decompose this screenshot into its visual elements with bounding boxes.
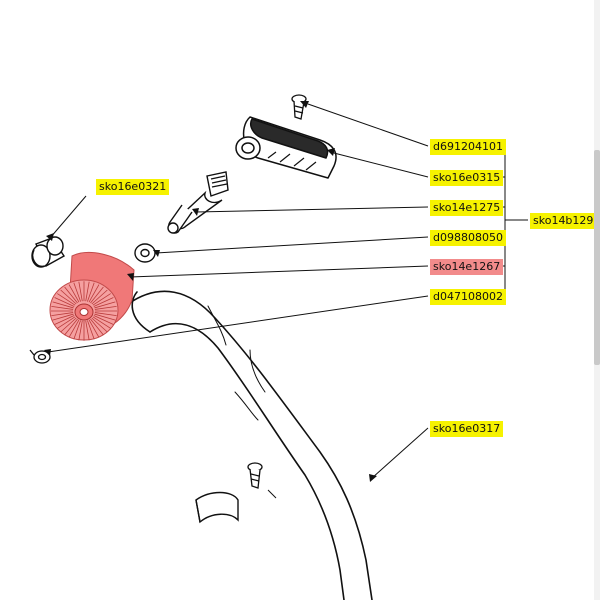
gear-tooth — [57, 316, 76, 329]
gear-tooth — [90, 318, 104, 336]
gear-tooth — [78, 320, 83, 341]
gear-tooth — [88, 319, 100, 338]
part-label-sko14b1292[interactable]: sko14b1292 — [530, 213, 600, 229]
vertical-scrollbar[interactable] — [594, 0, 600, 600]
gear-tooth — [94, 312, 117, 317]
screw-lower[interactable] — [247, 462, 263, 489]
gear-tooth — [73, 320, 81, 340]
part-label-d047108002[interactable]: d047108002 — [430, 289, 506, 305]
part-label-d691204101[interactable]: d691204101 — [430, 139, 506, 155]
gear-tooth — [52, 313, 74, 321]
gear-tooth — [78, 281, 83, 302]
gear-tooth — [91, 317, 108, 333]
gear-tooth — [51, 305, 74, 310]
gear-tooth — [68, 319, 80, 338]
part-label-sko16e0321[interactable]: sko16e0321 — [96, 179, 170, 195]
part-label-d098808050[interactable]: d098808050 — [430, 230, 506, 246]
gear-tooth — [54, 315, 75, 325]
pin-part[interactable] — [167, 171, 229, 234]
washer-part[interactable] — [134, 243, 156, 263]
gear-tooth — [57, 293, 76, 306]
gear-tooth — [92, 293, 111, 306]
gear-tooth — [93, 315, 114, 325]
gear-tooth — [64, 318, 78, 336]
gear-tooth — [60, 317, 77, 333]
part-label-sko16e0315[interactable]: sko16e0315 — [430, 170, 504, 186]
tube-part[interactable] — [127, 290, 373, 600]
gear-tooth — [85, 281, 90, 302]
gear-tooth — [51, 312, 74, 317]
gear-tooth — [54, 297, 75, 307]
gear-tooth — [64, 286, 78, 304]
gear-tooth — [94, 301, 116, 309]
gear-tooth — [73, 282, 81, 302]
gear-tooth — [68, 284, 80, 303]
bushing-part[interactable] — [31, 236, 66, 268]
part-label-sko16e0317[interactable]: sko16e0317 — [430, 421, 504, 437]
gear-tooth — [52, 301, 74, 309]
screw-top[interactable] — [291, 94, 307, 120]
lever-part[interactable] — [235, 116, 337, 179]
gear-tooth — [94, 305, 117, 310]
gear-tooth — [87, 320, 95, 340]
gear-tooth — [85, 320, 90, 341]
gear-tooth — [90, 286, 104, 304]
bracket-fragment[interactable] — [195, 491, 239, 524]
leader-arrowheads — [44, 101, 377, 482]
gear-tooth — [93, 297, 114, 307]
gear-tooth — [92, 316, 111, 329]
gear-tooth — [87, 282, 95, 302]
gear-tooth — [94, 313, 116, 321]
gear-tooth — [88, 284, 100, 303]
gear-tooth — [91, 289, 108, 305]
gear-part-highlighted[interactable] — [49, 252, 135, 341]
part-label-sko14e1275[interactable]: sko14e1275 — [430, 200, 504, 216]
gear-tooth — [60, 289, 77, 305]
gear-teeth — [51, 281, 117, 341]
clip-part[interactable] — [29, 349, 51, 364]
scrollbar-thumb[interactable] — [594, 150, 600, 365]
part-label-sko14e1267[interactable]: sko14e1267 — [430, 259, 504, 275]
